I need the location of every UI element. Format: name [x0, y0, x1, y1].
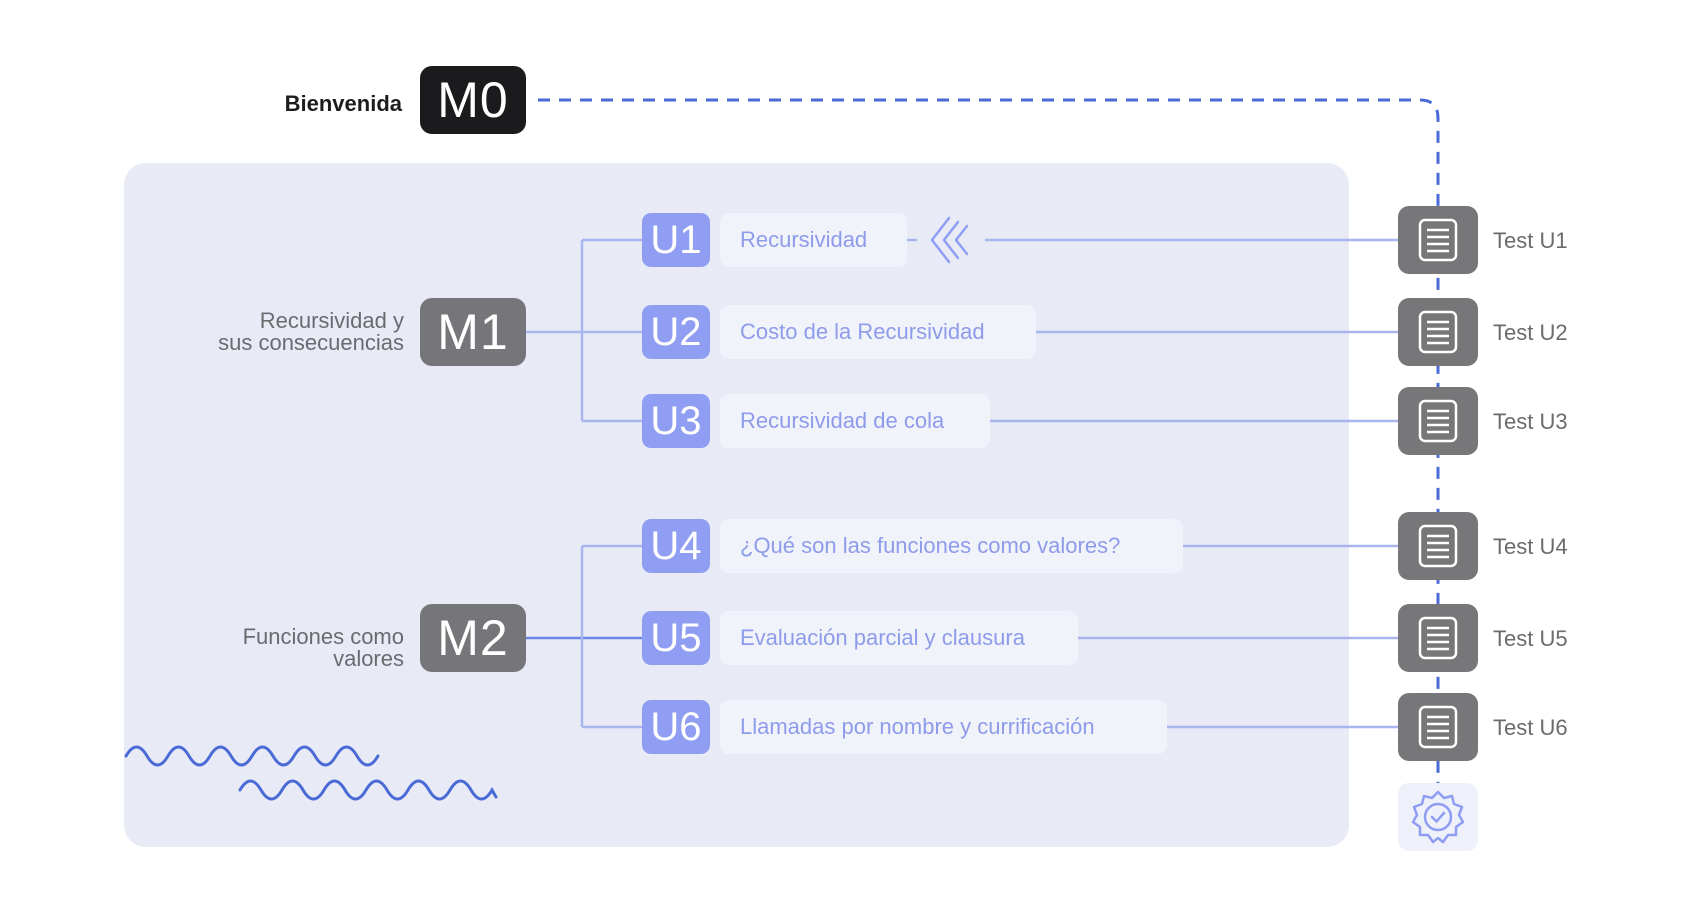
- unit-u4-badge[interactable]: U4: [642, 519, 710, 573]
- test-u2-label: Test U2: [1493, 320, 1568, 345]
- module-m2-button[interactable]: M2: [420, 604, 526, 672]
- module-m0-button[interactable]: M0: [420, 66, 526, 134]
- unit-u1-title[interactable]: Recursividad: [720, 213, 907, 267]
- test-u2-button[interactable]: [1398, 298, 1478, 366]
- unit-u4-title[interactable]: ¿Qué son las funciones como valores?: [720, 519, 1183, 573]
- list-document-icon: [1418, 310, 1458, 354]
- list-document-icon: [1418, 616, 1458, 660]
- m2-label-line: Funciones como: [242, 624, 404, 649]
- unit-u3-title[interactable]: Recursividad de cola: [720, 394, 990, 448]
- unit-u3-badge[interactable]: U3: [642, 394, 710, 448]
- list-document-icon: [1418, 218, 1458, 262]
- test-u6-button[interactable]: [1398, 693, 1478, 761]
- unit-u6-badge[interactable]: U6: [642, 700, 710, 754]
- test-u3-label: Test U3: [1493, 409, 1568, 434]
- unit-u6-title[interactable]: Llamadas por nombre y currificación: [720, 700, 1167, 754]
- unit-u5-title[interactable]: Evaluación parcial y clausura: [720, 611, 1078, 665]
- test-u6-label: Test U6: [1493, 715, 1568, 740]
- test-u5-button[interactable]: [1398, 604, 1478, 672]
- test-u1-label: Test U1: [1493, 228, 1568, 253]
- test-u5-label: Test U5: [1493, 626, 1568, 651]
- list-document-icon: [1418, 524, 1458, 568]
- list-document-icon: [1418, 399, 1458, 443]
- m1-label: Recursividad y sus consecuencias: [174, 310, 404, 354]
- m2-label-line: valores: [333, 646, 404, 671]
- unit-u5-badge[interactable]: U5: [642, 611, 710, 665]
- m1-label-line: sus consecuencias: [218, 330, 404, 355]
- m0-label: Bienvenida: [284, 91, 402, 116]
- test-u4-button[interactable]: [1398, 512, 1478, 580]
- m1-label-line: Recursividad y: [259, 308, 404, 333]
- certificate-button[interactable]: [1398, 783, 1478, 851]
- test-u3-button[interactable]: [1398, 387, 1478, 455]
- unit-u2-badge[interactable]: U2: [642, 305, 710, 359]
- test-u4-label: Test U4: [1493, 534, 1568, 559]
- module-m1-button[interactable]: M1: [420, 298, 526, 366]
- list-document-icon: [1418, 705, 1458, 749]
- unit-u2-title[interactable]: Costo de la Recursividad: [720, 305, 1036, 359]
- m2-label: Funciones como valores: [174, 626, 404, 670]
- test-u1-button[interactable]: [1398, 206, 1478, 274]
- unit-u1-badge[interactable]: U1: [642, 213, 710, 267]
- certificate-badge-icon: [1411, 790, 1465, 844]
